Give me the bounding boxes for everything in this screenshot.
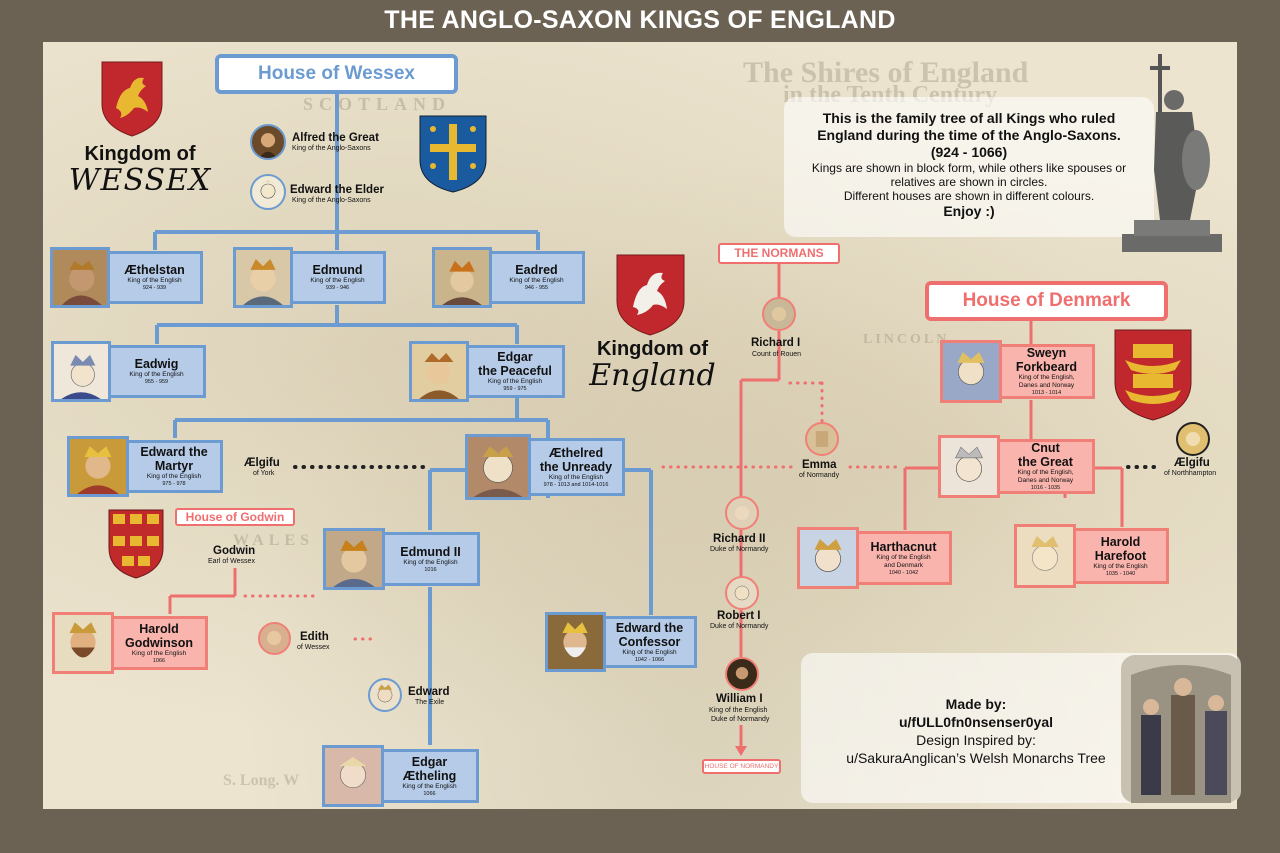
aelgifu-york-name: Ælgifu [244, 457, 280, 469]
house-of-godwin-header: House of Godwin [175, 508, 295, 526]
king-edward-the-martyr: Edward the Martyr King of the English 97… [67, 436, 223, 497]
harold-harefoot-portrait [1014, 524, 1076, 588]
robert-i-portrait [725, 576, 759, 610]
aethelred-portrait [465, 434, 531, 500]
info-box: This is the family tree of all Kings who… [784, 97, 1154, 237]
edward-elder-portrait [250, 174, 286, 210]
alfred-statue-image [1122, 54, 1222, 252]
wessex-dragon-crest [101, 61, 163, 137]
edmund-portrait [233, 247, 293, 308]
denmark-ship-crest [1114, 329, 1192, 421]
eadwig-portrait [51, 341, 111, 402]
england-dragon-crest [616, 254, 685, 336]
godwin-title: Earl of Wessex [208, 558, 255, 565]
godwin-crest [108, 509, 164, 579]
king-harthacnut: Harthacnut King of the English and Denma… [797, 527, 952, 589]
king-aethelstan: Æthelstan King of the English 924 - 939 [50, 247, 203, 308]
william-i-portrait [725, 657, 759, 691]
kingdom-of-england-label: Kingdom of England [589, 338, 716, 393]
king-edgar-the-peaceful: Edgar the Peaceful King of the English 9… [409, 341, 565, 402]
aelgifu-northampton-portrait [1176, 422, 1210, 456]
king-cnut-the-great: Cnut the Great King of the English, Dane… [938, 435, 1095, 498]
edmund-ii-portrait [323, 528, 385, 590]
edith-portrait [258, 622, 291, 655]
king-aethelred-the-unready: Æthelred the Unready King of the English… [465, 434, 625, 500]
godwin-name: Godwin [213, 545, 256, 557]
aelgifu-york-title: of York [253, 470, 275, 477]
king-eadwig: Eadwig King of the English 955 - 959 [51, 341, 206, 402]
king-eadred: Eadred King of the English 946 - 955 [432, 247, 585, 308]
house-of-denmark-header: House of Denmark [925, 281, 1168, 321]
king-edgar-aetheling: Edgar Ætheling King of the English 1066 [322, 745, 479, 807]
king-harold-harefoot: Harold Harefoot King of the English 1035… [1014, 524, 1169, 588]
the-normans-header: THE NORMANS [718, 243, 840, 264]
king-harold-godwinson: Harold Godwinson King of the English 106… [52, 612, 208, 674]
map-text-wales: WALES [233, 532, 315, 549]
house-of-wessex-header: House of Wessex [215, 54, 458, 94]
king-edmund: Edmund King of the English 939 - 946 [233, 247, 386, 308]
king-sweyn-forkbeard: Sweyn Forkbeard King of the English, Dan… [940, 340, 1095, 403]
harold-godwinson-portrait [52, 612, 114, 674]
edgar-peaceful-portrait [409, 341, 469, 402]
map-text-shires: The Shires of England [743, 56, 1029, 89]
eadred-portrait [432, 247, 492, 308]
king-edmund-ii: Edmund II King of the English 1016 [323, 528, 480, 590]
alfred-portrait [250, 124, 286, 160]
richard-ii-portrait [725, 496, 759, 530]
coronation-illustration [1121, 655, 1241, 803]
harthacnut-portrait [797, 527, 859, 589]
edward-martyr-portrait [67, 436, 129, 497]
map-text-long: S. Long. W [223, 772, 300, 789]
king-edward-the-confessor: Edward the Confessor King of the English… [545, 612, 697, 672]
edward-confessor-portrait [545, 612, 606, 672]
richard-i-portrait [762, 297, 796, 331]
cnut-portrait [938, 435, 1000, 498]
map-text-lincoln: LINCOLN [863, 332, 950, 347]
sweyn-portrait [940, 340, 1002, 403]
house-of-normandy-label: HOUSE OF NORMANDY [702, 759, 781, 774]
edgar-aetheling-portrait [322, 745, 384, 807]
cross-shield-icon [419, 115, 487, 193]
emma-portrait [805, 422, 839, 456]
edward-exile-portrait [368, 678, 402, 712]
aethelstan-portrait [50, 247, 110, 308]
page-title: THE ANGLO-SAXON KINGS OF ENGLAND [384, 6, 896, 34]
kingdom-of-wessex-label: Kingdom of WESSEX [68, 143, 212, 198]
